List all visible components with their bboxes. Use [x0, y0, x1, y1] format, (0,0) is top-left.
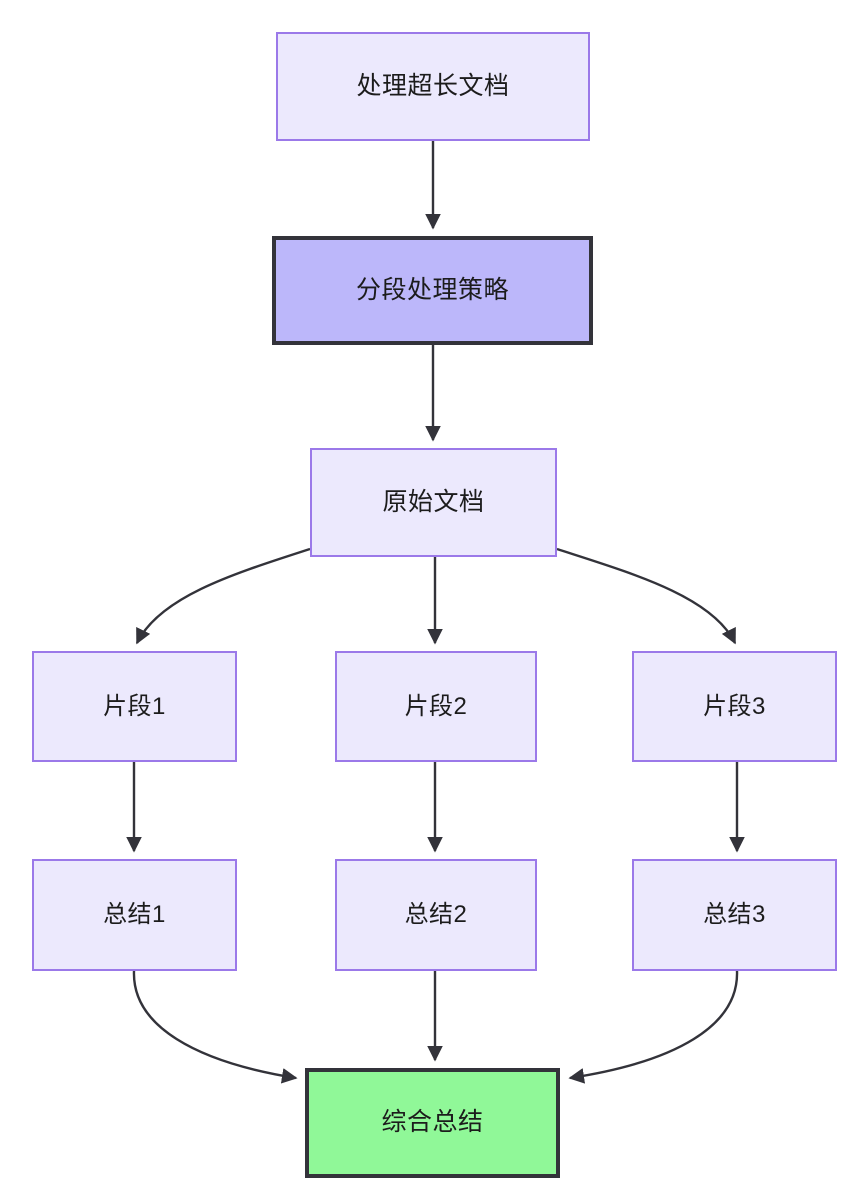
node-fragment-1[interactable]: 片段1: [32, 651, 237, 762]
node-summary-3[interactable]: 总结3: [632, 859, 837, 971]
node-summary-1[interactable]: 总结1: [32, 859, 237, 971]
node-label: 总结3: [703, 901, 766, 928]
node-label: 片段2: [404, 692, 468, 720]
node-summary-2[interactable]: 总结2: [335, 859, 537, 971]
node-label: 总结2: [404, 901, 468, 928]
node-label: 总结1: [103, 901, 166, 928]
node-original-document[interactable]: 原始文档: [310, 448, 557, 557]
node-process-long-document[interactable]: 处理超长文档: [276, 32, 590, 141]
node-fragment-3[interactable]: 片段3: [632, 651, 837, 762]
node-fragment-2[interactable]: 片段2: [335, 651, 537, 762]
node-label: 片段3: [703, 692, 766, 720]
node-label: 处理超长文档: [356, 71, 510, 100]
edge-n3-n4: [135, 547, 311, 645]
edge-n3-n6: [556, 547, 737, 645]
node-label: 片段1: [103, 692, 166, 720]
edge-n9-n10: [568, 970, 739, 1084]
node-label: 分段处理策略: [355, 275, 509, 304]
node-final-summary[interactable]: 综合总结: [305, 1068, 560, 1178]
node-label: 原始文档: [382, 487, 485, 516]
node-label: 综合总结: [381, 1108, 484, 1137]
edge-n7-n10: [132, 970, 298, 1084]
node-chunking-strategy[interactable]: 分段处理策略: [272, 236, 593, 345]
